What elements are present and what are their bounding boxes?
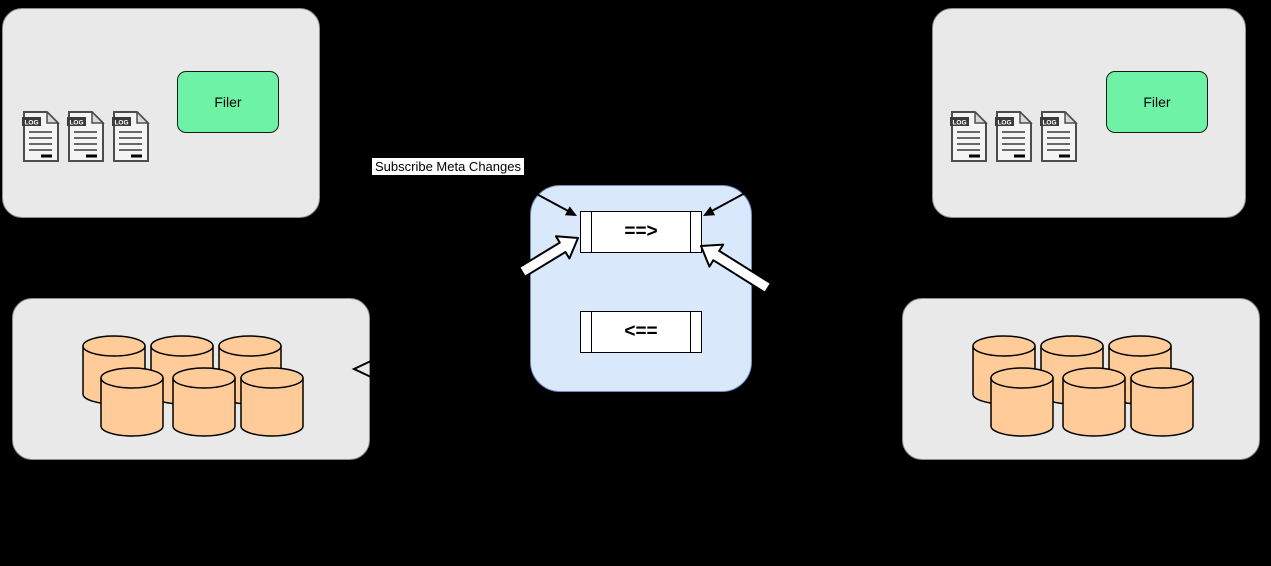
- belt-divider: [591, 212, 592, 252]
- queue-backward-label: <==: [624, 321, 658, 342]
- log-badge-label: LOG: [24, 119, 38, 126]
- volume-cylinders-right: [972, 335, 1194, 437]
- filer-label: Filer: [214, 94, 242, 110]
- filer-node-right: Filer: [1106, 71, 1208, 133]
- volume-cylinder: [100, 367, 164, 437]
- volume-cylinder: [240, 367, 304, 437]
- belt-divider: [690, 312, 691, 352]
- log-badge-label: LOG: [1042, 119, 1056, 126]
- log-file-icon: LOG: [67, 111, 105, 162]
- volume-cylinder: [1062, 367, 1126, 437]
- filer-panel-right: LOG LOG LOG: [932, 8, 1246, 218]
- volume-cylinder: [172, 367, 236, 437]
- volume-cylinder: [990, 367, 1054, 437]
- log-file-icon: LOG: [950, 111, 988, 162]
- belt-divider: [591, 312, 592, 352]
- volume-panel-left: [12, 298, 370, 460]
- filer-panel-left: LOG LOG LOG: [2, 8, 320, 218]
- log-files-group-right: LOG LOG LOG: [949, 111, 1089, 165]
- log-file-icon: LOG: [995, 111, 1033, 162]
- log-badge-label: LOG: [952, 119, 966, 126]
- queue-forward-belt: ==>: [580, 211, 702, 253]
- queue-backward-belt: <==: [580, 311, 702, 353]
- belt-divider: [690, 212, 691, 252]
- subscribe-meta-changes-label: Subscribe Meta Changes: [372, 158, 524, 175]
- log-badge-label: LOG: [997, 119, 1011, 126]
- filer-node-left: Filer: [177, 71, 279, 133]
- volume-panel-right: [902, 298, 1260, 460]
- log-badge-label: LOG: [69, 119, 83, 126]
- queue-forward-label: ==>: [624, 221, 658, 242]
- log-file-icon: LOG: [1040, 111, 1078, 162]
- message-queue-box: ==> <==: [530, 185, 752, 392]
- log-file-icon: LOG: [22, 111, 60, 162]
- log-badge-label: LOG: [114, 119, 128, 126]
- log-file-icon: LOG: [112, 111, 150, 162]
- filer-label: Filer: [1143, 94, 1171, 110]
- log-files-group-left: LOG LOG LOG: [21, 111, 161, 165]
- volume-cylinder: [1130, 367, 1194, 437]
- volume-cylinders-left: [82, 335, 304, 437]
